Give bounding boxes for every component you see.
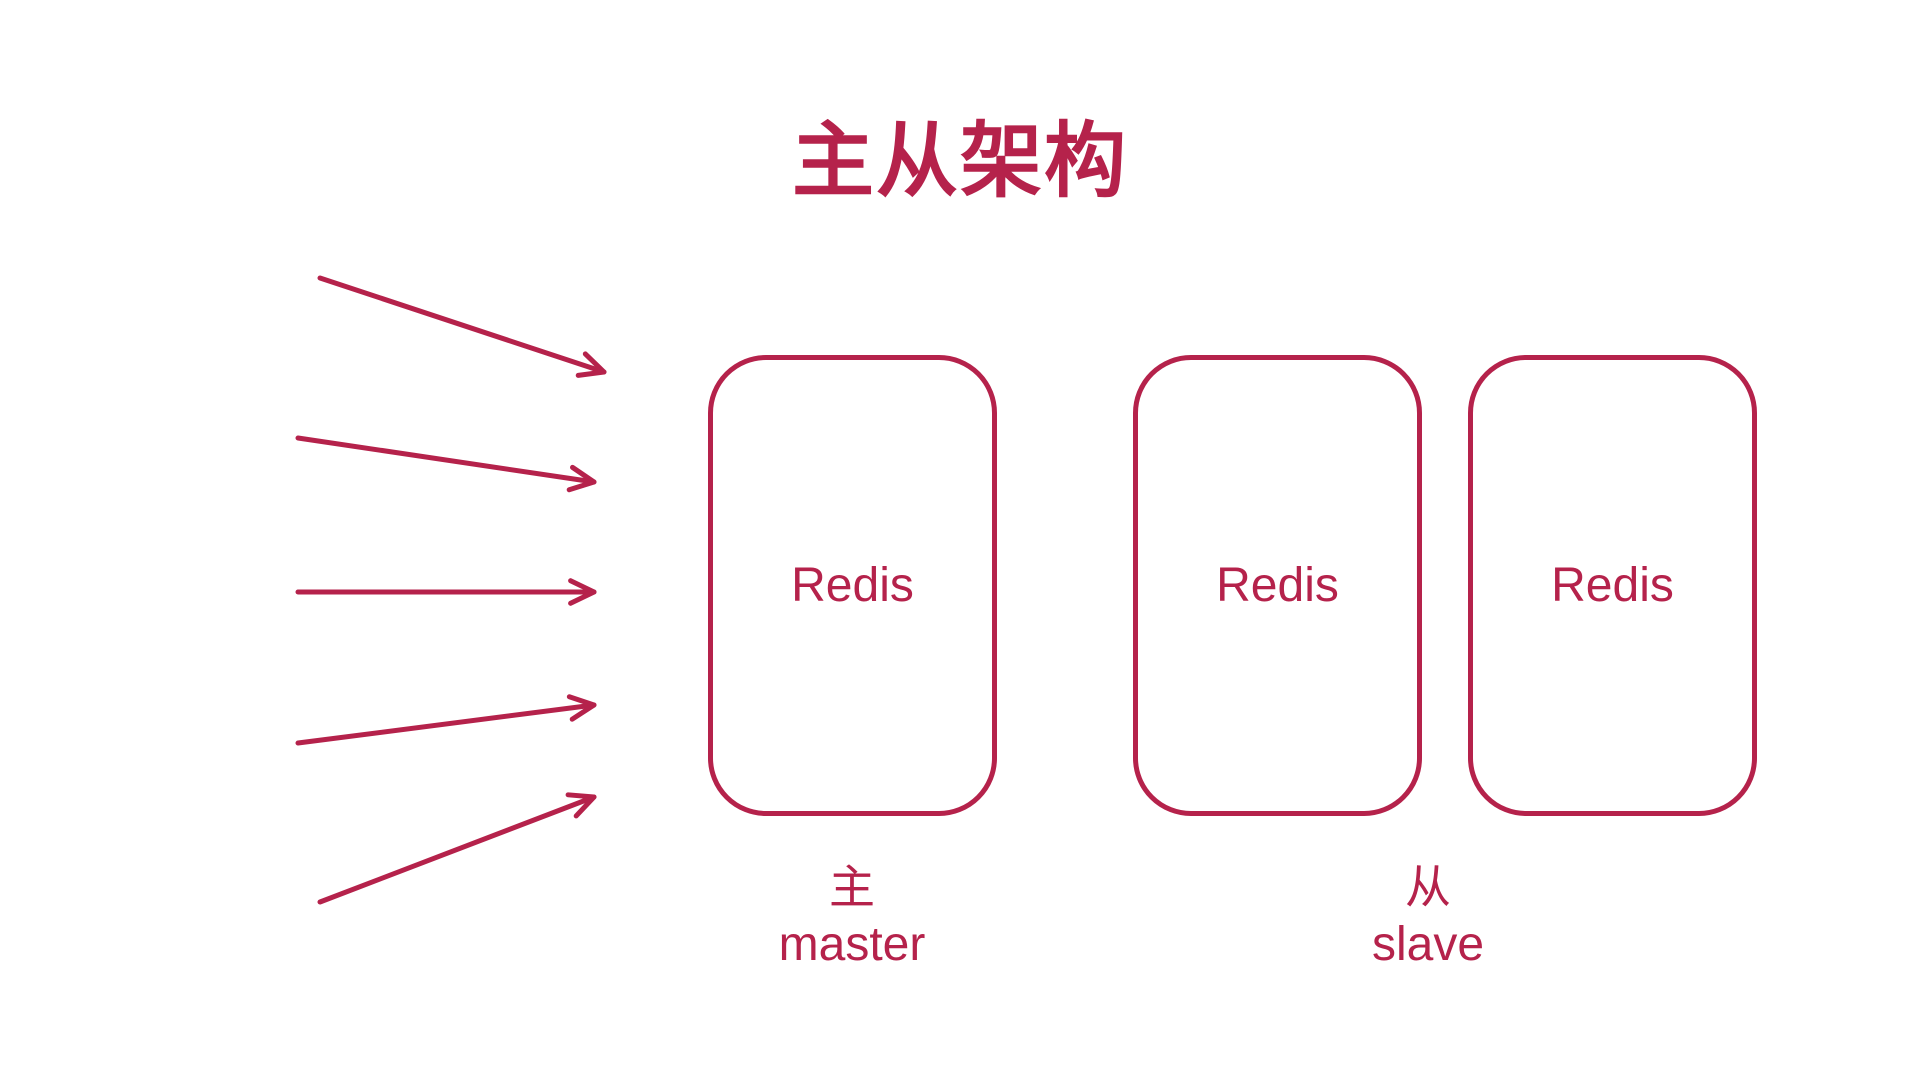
redis-slave-node-2: Redis xyxy=(1468,355,1757,816)
slave-role-en: slave xyxy=(1371,918,1485,971)
diagram-title: 主从架构 xyxy=(791,114,1128,209)
redis-slave-2-label: Redis xyxy=(1551,559,1674,612)
arrow-line-5 xyxy=(317,794,597,905)
master-role-label: 主 master xyxy=(722,858,982,974)
redis-master-node: Redis xyxy=(708,355,997,816)
arrow-head-1 xyxy=(575,351,607,378)
arrow-head-3 xyxy=(568,578,597,606)
slave-role-label: 从 slave xyxy=(1298,858,1558,974)
redis-master-label: Redis xyxy=(791,559,914,612)
slave-role-zh: 从 xyxy=(1405,860,1451,914)
arrow-line-4 xyxy=(295,702,597,746)
arrow-line-2 xyxy=(295,435,597,485)
arrow-head-4 xyxy=(566,694,597,722)
arrow-head-2 xyxy=(566,464,597,493)
arrow-head-5 xyxy=(565,792,597,819)
redis-slave-1-label: Redis xyxy=(1216,559,1339,612)
arrow-line-1 xyxy=(317,275,607,375)
master-role-zh: 主 xyxy=(829,860,875,914)
master-role-en: master xyxy=(778,918,926,971)
redis-slave-node-1: Redis xyxy=(1133,355,1422,816)
